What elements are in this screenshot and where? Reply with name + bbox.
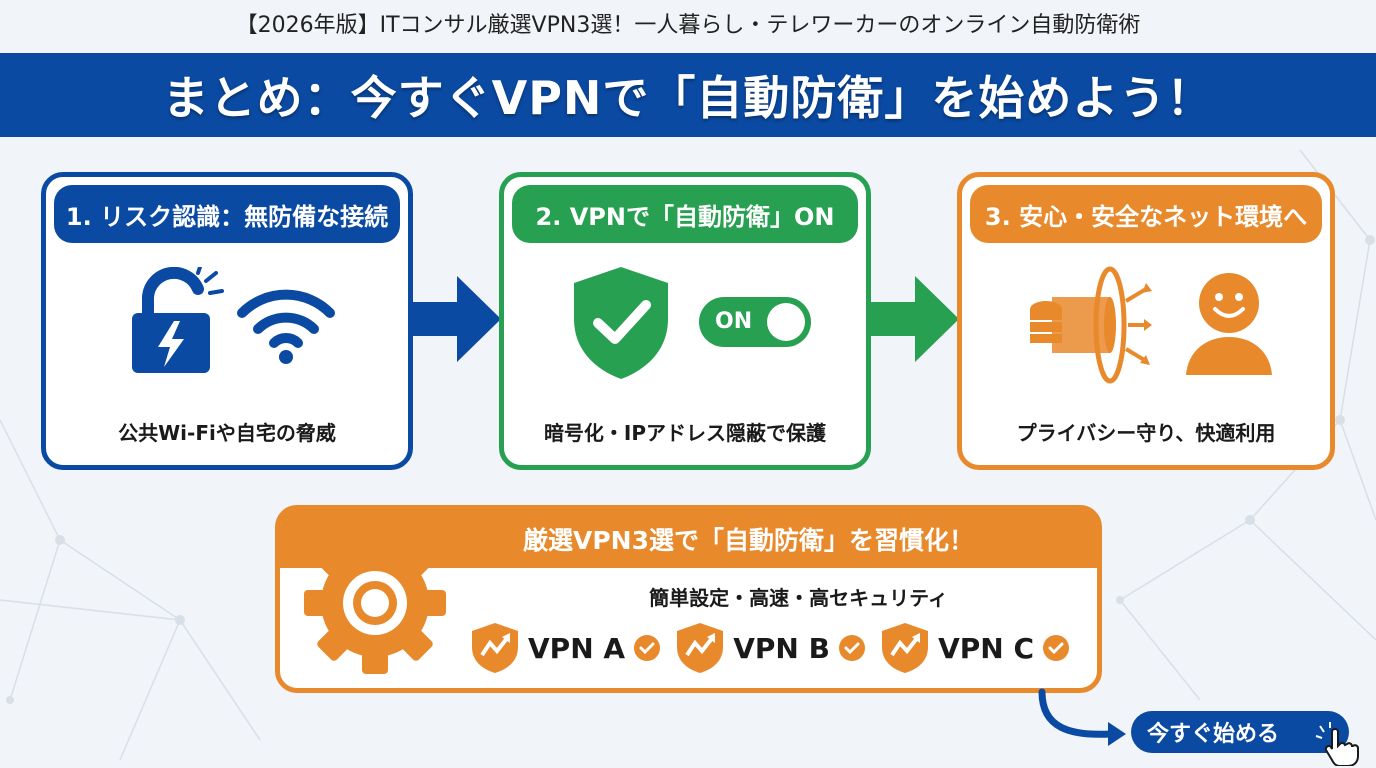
step-3-title: 3. 安心・安全なネット環境へ	[970, 185, 1322, 243]
happy-user-icon	[1186, 273, 1272, 375]
hand-cursor-icon	[1315, 722, 1359, 766]
title-banner: まとめ：今すぐVPNで「自動防衛」を始めよう！	[0, 53, 1376, 137]
vpn-tunnel-icon	[1030, 266, 1152, 384]
summary-panel: 厳選VPN3選で「自動防衛」を習慣化！ 簡単設定・高速・高セキュリティ VPN …	[275, 505, 1102, 693]
vpn-item-c: VPN C	[880, 621, 1070, 675]
vpn-shield-icon	[677, 623, 724, 673]
step-card-vpn-on: 2. VPNで「自動防衛」ON ON 暗号化・IPアドレス隠蔽で保護	[499, 172, 871, 470]
step-2-title: 2. VPNで「自動防衛」ON	[512, 185, 858, 243]
step-1-caption: 公共Wi-Fiや自宅の脅威	[118, 421, 336, 445]
start-now-label: 今すぐ始める	[1147, 722, 1280, 747]
step-3-caption: プライバシー守り、快適利用	[1016, 421, 1276, 445]
vpn-item-b: VPN B	[675, 621, 866, 675]
page-subtitle: 【2026年版】ITコンサル厳選VPN3選！一人暮らし・テレワーカーのオンライン…	[235, 13, 1141, 38]
check-circle-icon	[838, 635, 865, 661]
toggle-label: ON	[715, 309, 753, 334]
step-1-title: 1. リスク認識：無防備な接続	[54, 185, 400, 243]
arrow-right-icon	[871, 276, 959, 362]
vpn-name: VPN B	[733, 631, 830, 665]
toggle-switch-icon: ON	[699, 297, 811, 347]
start-now-button[interactable]: 今すぐ始める	[1131, 711, 1349, 753]
vpn-name: VPN A	[528, 631, 626, 665]
summary-subtitle: 簡単設定・高速・高セキュリティ	[649, 586, 948, 610]
vpn-shield-icon	[472, 623, 518, 673]
vpn-name: VPN C	[938, 631, 1034, 665]
step-card-safe-net: 3. 安心・安全なネット環境へ プライバシー守り、快適利用	[957, 172, 1335, 470]
banner-title: まとめ：今すぐVPNで「自動防衛」を始めよう！	[162, 71, 1214, 125]
curved-arrow-icon	[1038, 688, 1126, 746]
summary-title: 厳選VPN3選で「自動防衛」を習慣化！	[523, 526, 974, 555]
step-card-risk: 1. リスク認識：無防備な接続 公共Wi-Fiや自宅の脅威	[41, 172, 413, 470]
check-circle-icon	[634, 635, 661, 661]
check-circle-icon	[1043, 635, 1069, 661]
toggle-knob	[767, 303, 805, 341]
step-2-caption: 暗号化・IPアドレス隠蔽で保護	[543, 421, 827, 445]
wifi-icon	[237, 289, 335, 364]
arrow-right-icon	[413, 276, 501, 362]
vpn-list: VPN A VPN B VPN C	[470, 618, 1070, 678]
broken-lock-icon	[132, 267, 224, 373]
vpn-shield-icon	[882, 623, 929, 673]
gear-icon	[304, 532, 446, 674]
vpn-item-a: VPN A	[470, 621, 661, 675]
shield-check-icon	[574, 267, 668, 379]
